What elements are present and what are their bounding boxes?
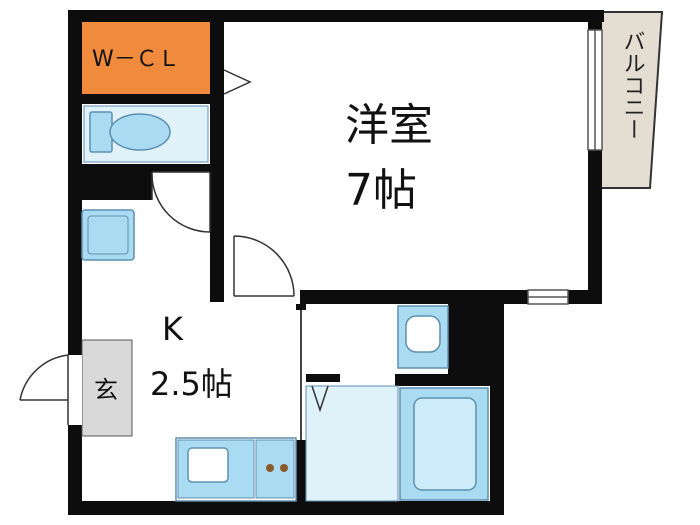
entrance-area bbox=[81, 339, 133, 437]
wall-bath-top bbox=[395, 374, 490, 386]
wall-bath-divider bbox=[300, 374, 340, 382]
toilet-icon bbox=[89, 111, 171, 153]
wall-top bbox=[68, 10, 604, 22]
wall-right-lower bbox=[490, 290, 504, 515]
wall-toilet-bottom-thin bbox=[82, 164, 212, 172]
balcony-label: バルコニー bbox=[620, 30, 645, 140]
stove-icon bbox=[255, 439, 295, 499]
wall-partition-vertical bbox=[210, 10, 224, 302]
wcl-door-arrow bbox=[223, 69, 252, 95]
kitchen-size: 2.5帖 bbox=[150, 365, 233, 403]
washer-pan-icon bbox=[81, 209, 135, 261]
entrance-label: 玄 bbox=[94, 376, 118, 404]
western-window bbox=[527, 289, 569, 305]
balcony: バルコニー bbox=[599, 11, 664, 189]
toilet-room bbox=[82, 104, 210, 164]
western-room-size: 7帖 bbox=[345, 165, 417, 216]
kitchen-name: K bbox=[162, 310, 184, 348]
wall-wcl-bottom bbox=[82, 94, 212, 104]
kitchen: K 2.5帖 bbox=[150, 310, 233, 403]
bath-door-arrow bbox=[311, 385, 329, 413]
wash-basin-icon bbox=[397, 305, 449, 369]
kitchen-counter bbox=[175, 437, 297, 502]
bath-floor bbox=[305, 385, 399, 502]
balcony-window bbox=[587, 29, 603, 151]
sink-icon bbox=[177, 439, 255, 499]
wall-western-bottom bbox=[300, 290, 602, 304]
toilet-door bbox=[151, 171, 211, 233]
western-room: 洋室 7帖 bbox=[345, 100, 433, 216]
wcl-label: W－ＣＬ bbox=[92, 47, 180, 72]
wcl-area bbox=[82, 22, 210, 94]
bathroom bbox=[305, 385, 489, 502]
wall-pillar bbox=[448, 304, 490, 374]
wall-left bbox=[68, 10, 82, 515]
bathtub-icon bbox=[399, 387, 489, 501]
entrance: 玄 bbox=[81, 339, 133, 437]
entry-door bbox=[19, 354, 82, 425]
wall-bottom bbox=[68, 501, 504, 515]
western-room-name: 洋室 bbox=[345, 100, 433, 151]
wcl: W－ＣＬ bbox=[82, 22, 210, 94]
western-door bbox=[233, 235, 295, 297]
